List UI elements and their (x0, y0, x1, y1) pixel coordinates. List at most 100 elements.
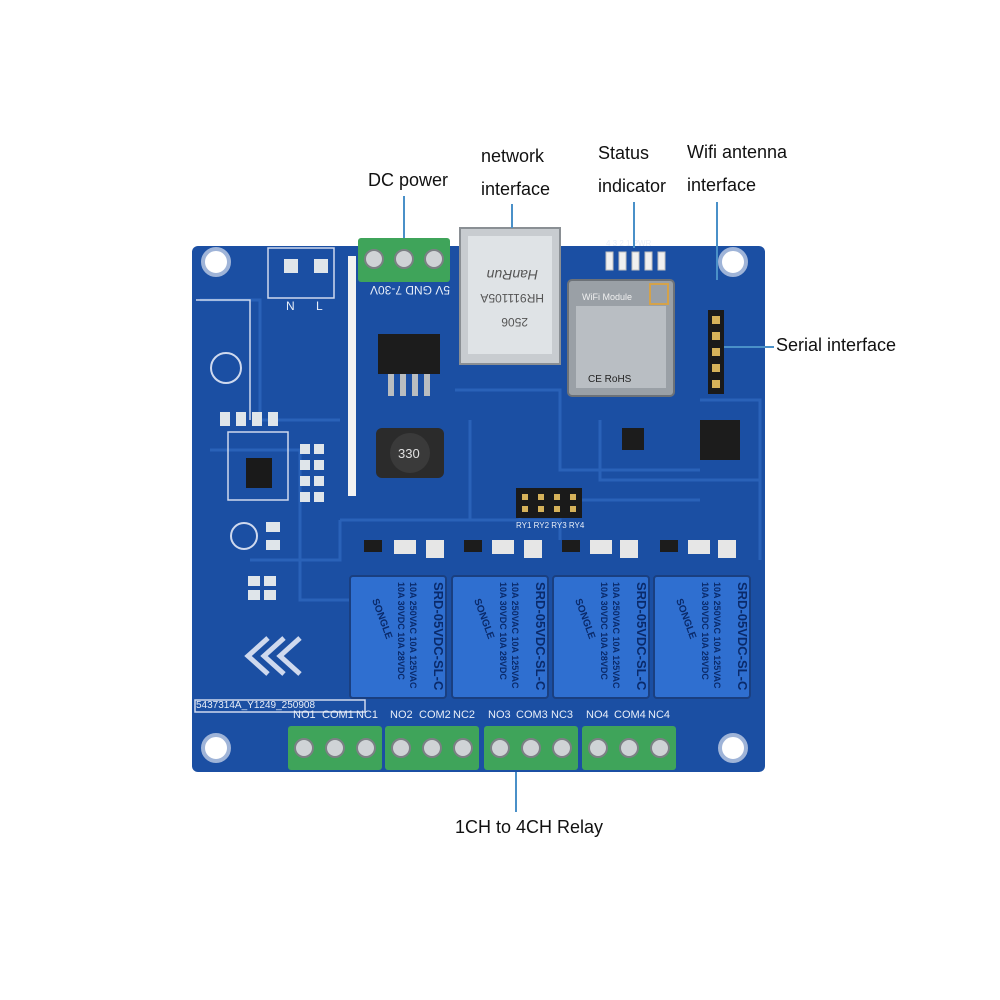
smd-pads (220, 412, 324, 600)
ce-rohs-mark: CE RoHS (588, 374, 632, 385)
terminal-block-4 (582, 726, 676, 770)
power-terminal-screws (364, 249, 444, 269)
relay-rating-2: 10A 30VDC 10A 28VDC (498, 582, 508, 680)
relay-body (451, 575, 549, 699)
status-indicator-label-1: Status (598, 143, 650, 163)
ldo-regulator (700, 420, 740, 460)
terminal-block-1 (288, 726, 382, 770)
wifi-antenna-pad (649, 283, 669, 305)
jumper-silk: RY1 RY2 RY3 RY4 (516, 521, 585, 530)
relay-label: 1CH to 4CH Relay (455, 817, 604, 837)
serial-interface-label: Serial interface (776, 335, 897, 355)
terminal-label: NO4 (586, 709, 609, 721)
network-interface-label-1: network (481, 146, 545, 166)
brand-logo (244, 636, 302, 676)
relay-leader (515, 772, 517, 812)
terminal-screw (619, 738, 639, 758)
terminal-label: COM2 (419, 709, 451, 721)
relay-rating-1: 10A 250VAC 10A 125VAC (712, 582, 722, 689)
terminal-block-2 (385, 726, 479, 770)
terminal-screw (588, 738, 608, 758)
serial-interface-leader (724, 346, 774, 348)
wifi-antenna-label-2: interface (687, 175, 757, 195)
terminal-label: COM3 (516, 709, 548, 721)
relay-model: SRD-05VDC-SL-C (431, 582, 446, 691)
terminal-screw (453, 738, 473, 758)
terminal-label: COM1 (322, 709, 354, 721)
wifi-antenna-label-1: Wifi antenna (687, 142, 788, 162)
relay-rating-1: 10A 250VAC 10A 125VAC (510, 582, 520, 689)
status-indicator-label-2: indicator (598, 176, 667, 196)
rj45-brand: HanRun (486, 267, 538, 283)
dc-power-leader (403, 196, 405, 238)
rj45-date: 2506 (501, 315, 528, 329)
relay-model: SRD-05VDC-SL-C (533, 582, 548, 691)
silk-bar (348, 256, 356, 496)
terminal-screw (325, 738, 345, 758)
terminal-label: NO2 (390, 709, 413, 721)
ac-l-silk: L (316, 299, 323, 313)
pcb-code: 5437314A_Y1249_250908 (196, 700, 315, 711)
relay-rating-2: 10A 30VDC 10A 28VDC (599, 582, 609, 680)
relay-body (552, 575, 650, 699)
relay-rating-1: 10A 250VAC 10A 125VAC (611, 582, 621, 689)
wifi-module-label: WiFi Module (582, 292, 632, 302)
rj45-model: HR911105A (480, 291, 544, 305)
terminal-screw (650, 738, 670, 758)
terminal-label: NC3 (551, 709, 573, 721)
terminal-label: COM4 (614, 709, 646, 721)
terminal-screw (356, 738, 376, 758)
terminal-block-3 (484, 726, 578, 770)
terminal-label: NC2 (453, 709, 475, 721)
network-interface-label-2: interface (481, 179, 551, 199)
terminal-screw (521, 738, 541, 758)
terminal-label: NC1 (356, 709, 378, 721)
relay-rating-2: 10A 30VDC 10A 28VDC (700, 582, 710, 680)
inductor-core (390, 433, 430, 473)
terminal-label: NO3 (488, 709, 511, 721)
terminal-screw (490, 738, 510, 758)
small-ic (622, 428, 644, 450)
power-silk: 5V GND 7-30V (370, 283, 450, 297)
terminal-screw (552, 738, 572, 758)
ic-chip (246, 458, 272, 488)
terminal-screw (294, 738, 314, 758)
relay-driver-parts (364, 540, 736, 558)
jumper-pins (522, 494, 576, 512)
status-leds (605, 251, 666, 271)
relay-rating-2: 10A 30VDC 10A 28VDC (396, 582, 406, 680)
capacitor-outline (230, 522, 258, 550)
terminal-label: NC4 (648, 709, 670, 721)
relay-model: SRD-05VDC-SL-C (634, 582, 649, 691)
regulator-legs (388, 374, 430, 396)
status-indicator-leader (633, 202, 635, 248)
ac-pad (284, 259, 298, 273)
wifi-antenna-leader (716, 202, 718, 280)
inductor-label: 330 (398, 446, 420, 461)
relay-body (349, 575, 447, 699)
terminal-label: NO1 (293, 709, 316, 721)
rj45-shield (468, 236, 552, 354)
regulator-body (378, 334, 440, 374)
relay-rating-1: 10A 250VAC 10A 125VAC (408, 582, 418, 689)
rj45-markings: 2506 HR911105A HanRun (480, 267, 544, 329)
ac-n-silk: N (286, 299, 295, 313)
ac-pad (314, 259, 328, 273)
relay-body (653, 575, 751, 699)
terminal-screw (422, 738, 442, 758)
indicator-silk: 4 3 2 1 PWR (606, 239, 652, 248)
silkscreen-outlines (194, 247, 366, 713)
capacitor-outline (210, 352, 242, 384)
serial-pins (712, 316, 720, 388)
network-interface-leader (511, 204, 513, 228)
relay-model: SRD-05VDC-SL-C (735, 582, 750, 691)
mounting-holes (201, 247, 748, 763)
output-terminals (288, 726, 676, 770)
dc-power-label: DC power (368, 170, 449, 190)
